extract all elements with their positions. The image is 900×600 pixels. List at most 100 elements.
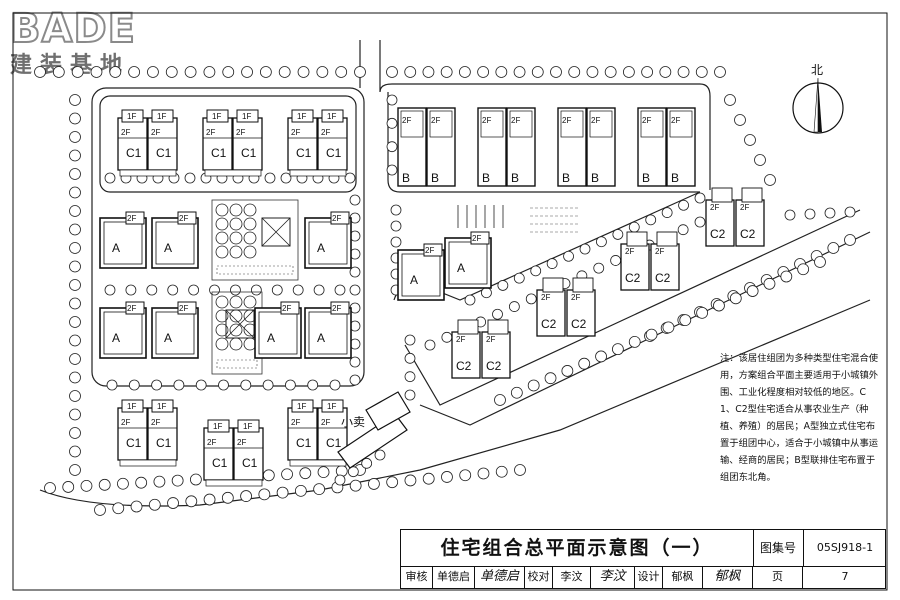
house-type-label: A [267, 331, 275, 345]
type-a-detached-house: 2FA [99, 211, 147, 269]
tree [281, 468, 293, 481]
tree [71, 66, 84, 78]
house-type-label: C2 [456, 359, 472, 373]
tree [714, 66, 726, 78]
house-inner-wall [308, 221, 348, 265]
house-type-label: A [457, 261, 465, 275]
tree [374, 449, 386, 461]
tree [744, 134, 756, 146]
house-type-label: B [591, 171, 599, 185]
tree [595, 350, 607, 363]
courtyard-tree [215, 295, 229, 309]
tree [696, 306, 709, 319]
house-unit [147, 117, 178, 171]
house-upper-floor [741, 187, 763, 203]
watermark-tagline: 建装基地 [10, 53, 130, 78]
courtyard-layer [211, 199, 299, 375]
courtyard-tree [243, 203, 257, 217]
house-type-label: C1 [326, 436, 342, 450]
house-unit [287, 407, 318, 461]
row-house-unit [397, 107, 427, 187]
tree [550, 66, 562, 78]
floor-label-2f: 2F [151, 128, 160, 137]
courtyard-tree [243, 245, 257, 259]
tree [151, 379, 163, 391]
site-details-layer [457, 205, 580, 233]
tree [349, 284, 361, 296]
tree [441, 471, 453, 483]
tree [69, 316, 81, 328]
tree [69, 297, 81, 310]
house-type-label: B [511, 171, 519, 185]
courtyard-tree [215, 309, 229, 323]
tree [117, 477, 129, 490]
tree [713, 299, 725, 312]
house-body [151, 307, 199, 359]
house-unit [147, 407, 178, 461]
tree-canopy-layer [34, 66, 856, 516]
tree [347, 466, 359, 478]
house-unit [536, 289, 566, 337]
courtyard-tree [215, 217, 229, 231]
house-upper-floor [423, 243, 443, 257]
floor-label-2f: 2F [321, 128, 330, 137]
house-upper-floor [177, 211, 197, 225]
tree [52, 66, 65, 78]
house-unit [232, 117, 263, 171]
tree [404, 389, 416, 401]
watermark-brand: BADE [10, 6, 136, 52]
house-upper-floor [542, 277, 564, 293]
house-type-label: B [562, 171, 570, 185]
tree [544, 372, 557, 385]
tree [386, 66, 398, 78]
tree [90, 66, 103, 78]
tree [349, 194, 361, 206]
tree [185, 495, 198, 508]
tree [317, 466, 330, 479]
tree [661, 207, 673, 218]
floor-label-1f: 1F [157, 402, 166, 411]
house-unit [202, 117, 233, 171]
tree [386, 141, 398, 153]
floor-label-2f: 2F [541, 293, 550, 302]
row-house-unit [586, 107, 616, 187]
tree [610, 255, 622, 266]
tree [135, 476, 148, 489]
house-upper-floor [626, 231, 648, 247]
house-type-label: A [164, 331, 172, 345]
type-a-detached-house: 2F A [444, 231, 492, 289]
tree [69, 186, 81, 199]
floor-label-2f: 2F [207, 438, 216, 447]
drawing-frame [12, 12, 888, 591]
tree [531, 66, 544, 78]
tree [349, 356, 361, 368]
floor-label-2f: 2F [472, 234, 481, 243]
tree [677, 224, 689, 236]
house-upper-floor [330, 301, 350, 315]
tree [262, 379, 274, 391]
tree [189, 473, 202, 486]
floor-label-2f: 2F [236, 128, 245, 137]
house-type-label: C1 [242, 456, 258, 470]
tree [188, 284, 200, 296]
tree [508, 301, 520, 312]
floor-label-2f: 2F [625, 247, 634, 256]
tree [171, 474, 184, 487]
tree [694, 192, 706, 204]
house-type-label: C1 [296, 436, 312, 450]
tree [128, 66, 141, 78]
tree [386, 94, 398, 106]
tree [386, 476, 399, 489]
pavilion-cross [261, 217, 291, 247]
parking-area [457, 205, 580, 233]
east-north-road [379, 40, 711, 190]
tree [349, 374, 361, 386]
title-block-header: 住宅组合总平面示意图（一） 图集号 05SJ918-1 [401, 530, 885, 567]
tree [368, 478, 380, 490]
row-house-unit [426, 107, 456, 187]
house-inner-wall [155, 221, 195, 265]
type-a-detached-house: 2FA [254, 301, 302, 359]
house-body [254, 307, 302, 359]
